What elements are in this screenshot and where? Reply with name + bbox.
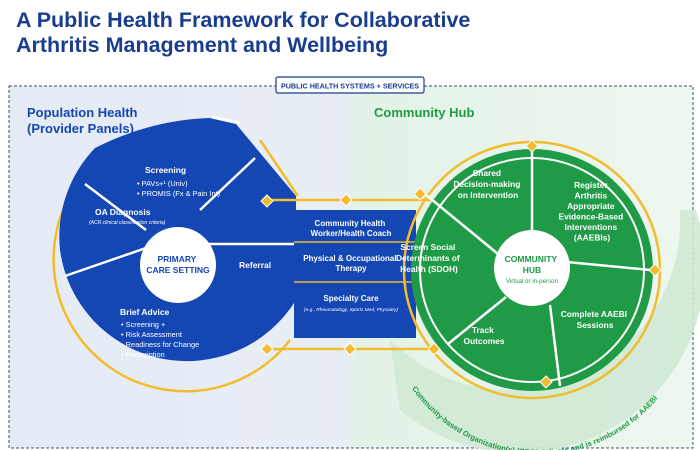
blue-outer-ring-2 bbox=[258, 139, 300, 197]
shared-decision-label: Shared Decision-making on Intervention bbox=[453, 168, 522, 200]
diamond-green-right bbox=[648, 263, 662, 277]
blue-divider-2 bbox=[64, 246, 147, 278]
register-line-2: Arthritis bbox=[575, 191, 608, 201]
diamond-green-bottom bbox=[539, 375, 553, 389]
title-line-2: Arthritis Management and Wellbeing bbox=[16, 33, 389, 57]
green-divider-left bbox=[424, 193, 499, 255]
population-heading: Population Health (Provider Panels) bbox=[27, 105, 141, 136]
community-hub-title: COMMUNITY HUB bbox=[505, 254, 560, 275]
brief-advice-items: • Screening + • Risk Assessment • Readin… bbox=[121, 320, 201, 359]
chw-line-1: Community Health bbox=[315, 219, 386, 228]
specialty-note: (e.g., Rheumatology, Sports Med, Physiat… bbox=[304, 307, 398, 313]
chw-label: Community Health Worker/Health Coach bbox=[311, 219, 392, 238]
green-divider-right bbox=[566, 260, 651, 272]
brief-item-1: • Screening + bbox=[121, 320, 165, 329]
community-hub-wheel bbox=[402, 140, 662, 400]
hub-subtitle: Virtual or in-person bbox=[506, 278, 559, 285]
blue-divider-1 bbox=[84, 183, 147, 231]
chw-line-2: Worker/Health Coach bbox=[311, 229, 392, 238]
pot-label: Physical & Occupational Therapy bbox=[303, 254, 399, 273]
connector-diamonds bbox=[260, 139, 662, 389]
green-divider-bottom-right bbox=[548, 304, 562, 387]
shared-line-1: Shared bbox=[473, 168, 501, 178]
complete-sessions-label: Complete AAEBI Sessions bbox=[561, 309, 630, 330]
primary-care-title: PRIMARY CARE SETTING bbox=[146, 254, 210, 275]
diamond-green-top bbox=[525, 139, 539, 153]
pot-line-2: Therapy bbox=[335, 264, 367, 273]
oa-diagnosis-note: (ACR clinical classification criteria) bbox=[89, 220, 166, 226]
register-line-4: Evidence-Based bbox=[558, 212, 623, 222]
primary-care-line-2: CARE SETTING bbox=[146, 265, 210, 275]
register-line-5: Interventions bbox=[565, 222, 618, 232]
community-heading: Community Hub bbox=[374, 105, 474, 120]
green-divider-bottom-left bbox=[447, 296, 507, 345]
hub-line-1: COMMUNITY bbox=[505, 254, 558, 264]
bridge-blue bbox=[294, 210, 416, 338]
primary-care-line-1: PRIMARY bbox=[157, 254, 196, 264]
register-line-3: Appropriate bbox=[567, 201, 615, 211]
track-outcomes-label: Track Outcomes bbox=[464, 325, 505, 346]
screening-items: • PAVs+¹ (Univ) • PROMIS (Fx & Pain Int) bbox=[137, 179, 220, 198]
diamond-blue-top bbox=[260, 194, 274, 208]
cbo-arc-band bbox=[390, 210, 700, 450]
register-label: Register Arthritis Appropriate Evidence-… bbox=[558, 180, 625, 243]
page-title: A Public Health Framework for Collaborat… bbox=[16, 8, 536, 58]
blue-divider-3 bbox=[199, 157, 256, 211]
hub-line-2: HUB bbox=[523, 265, 541, 275]
track-line-1: Track bbox=[472, 325, 494, 335]
brief-item-4: • Prescription bbox=[121, 350, 165, 359]
brief-advice-title: Brief Advice bbox=[120, 307, 170, 317]
systems-label-box bbox=[275, 76, 425, 94]
community-hub-circle bbox=[494, 230, 570, 306]
pot-line-1: Physical & Occupational bbox=[303, 254, 396, 263]
primary-care-circle bbox=[140, 227, 216, 303]
shared-line-3: on Intervention bbox=[458, 190, 519, 200]
screening-title: Screening bbox=[145, 165, 186, 175]
population-heading-line-2: (Provider Panels) bbox=[27, 121, 134, 136]
systems-label: PUBLIC HEALTH SYSTEMS + SERVICES bbox=[281, 82, 419, 91]
primary-care-wheel bbox=[52, 115, 300, 393]
title-line-1: A Public Health Framework for Collaborat… bbox=[16, 8, 471, 32]
track-line-2: Outcomes bbox=[464, 336, 505, 346]
shared-line-2: Decision-making bbox=[453, 179, 520, 189]
oa-diagnosis-title: OA Diagnosis bbox=[95, 207, 151, 217]
register-line-1: Register bbox=[574, 180, 608, 190]
referral-label: Referral bbox=[239, 260, 271, 270]
complete-line-1: Complete AAEBI bbox=[561, 309, 627, 319]
register-line-6: (AAEBIs) bbox=[574, 233, 611, 243]
screening-item-2: • PROMIS (Fx & Pain Int) bbox=[137, 189, 220, 198]
diamond-green-bottom-left bbox=[427, 342, 441, 356]
diamond-blue-bottom bbox=[260, 342, 274, 356]
brief-item-2: • Risk Assessment bbox=[121, 330, 182, 339]
specialty-label: Specialty Care bbox=[323, 294, 379, 303]
sdoh-label: Screen Social Determinants of Health (SD… bbox=[396, 242, 462, 274]
population-heading-line-1: Population Health bbox=[27, 105, 138, 120]
diamond-bridge-bottom bbox=[343, 342, 357, 356]
sdoh-line-1: Screen Social bbox=[400, 242, 455, 252]
diamond-green-top-left bbox=[413, 187, 427, 201]
complete-line-2: Sessions bbox=[577, 320, 614, 330]
sdoh-line-3: Health (SDOH) bbox=[400, 264, 458, 274]
blue-inner-ring bbox=[211, 115, 241, 125]
screening-item-1: • PAVs+¹ (Univ) bbox=[137, 179, 188, 188]
sdoh-line-2: Determinants of bbox=[396, 253, 460, 263]
diamond-bridge-top bbox=[339, 193, 353, 207]
brief-item-3: • Readiness for Change bbox=[121, 340, 199, 349]
